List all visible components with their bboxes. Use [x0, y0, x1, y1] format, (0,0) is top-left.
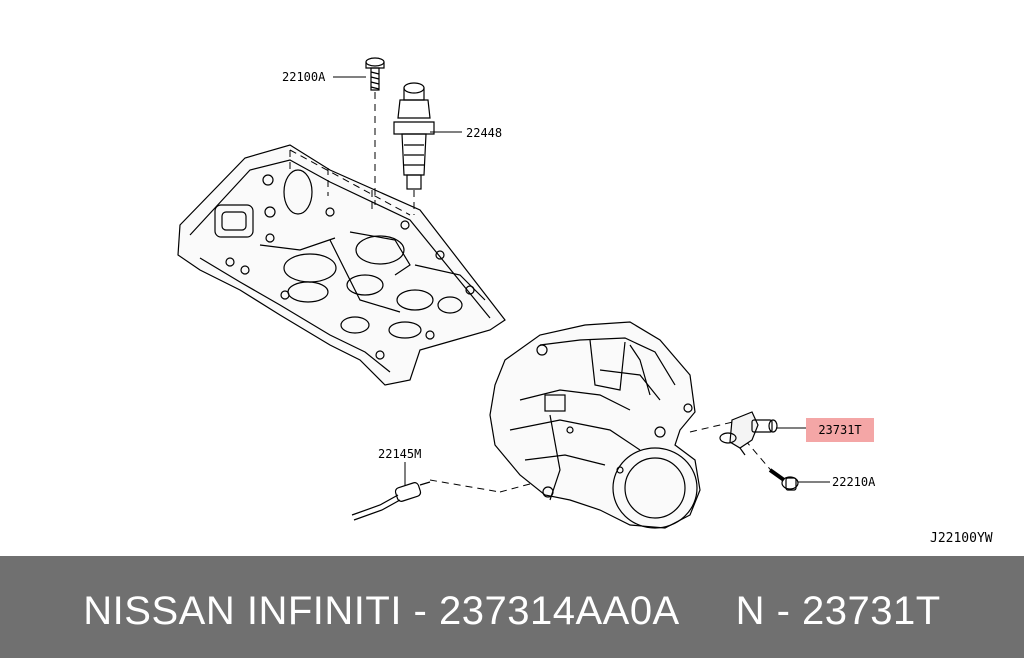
diagram-drawing — [177, 57, 830, 529]
callout-22145M: 22145M — [378, 447, 422, 461]
valve-cover — [177, 144, 506, 386]
callout-23731T: 23731T — [806, 418, 874, 442]
harness-drawing — [351, 481, 431, 521]
transmission-drawing — [489, 321, 701, 529]
diagram-code: J22100YW — [930, 531, 993, 546]
footer-part-numbers: NISSAN INFINITI - 237314AA0A N - 23731T — [83, 589, 941, 633]
sensor-drawing — [719, 411, 778, 456]
bolt-top-drawing — [365, 57, 385, 91]
leader-lines — [333, 76, 830, 486]
callout-22448: 22448 — [466, 126, 503, 140]
footer-bar: NISSAN INFINITI - 237314AA0A N - 23731T — [0, 556, 1024, 658]
ignition-coil-drawing — [393, 82, 435, 190]
callout-22210A: 22210A — [832, 475, 876, 489]
bolt-bottom-drawing — [768, 468, 799, 491]
parts-diagram: 22100A 22448 22145M 23731T 22210A J22100… — [177, 57, 993, 546]
callout-22100A: 22100A — [282, 70, 326, 84]
